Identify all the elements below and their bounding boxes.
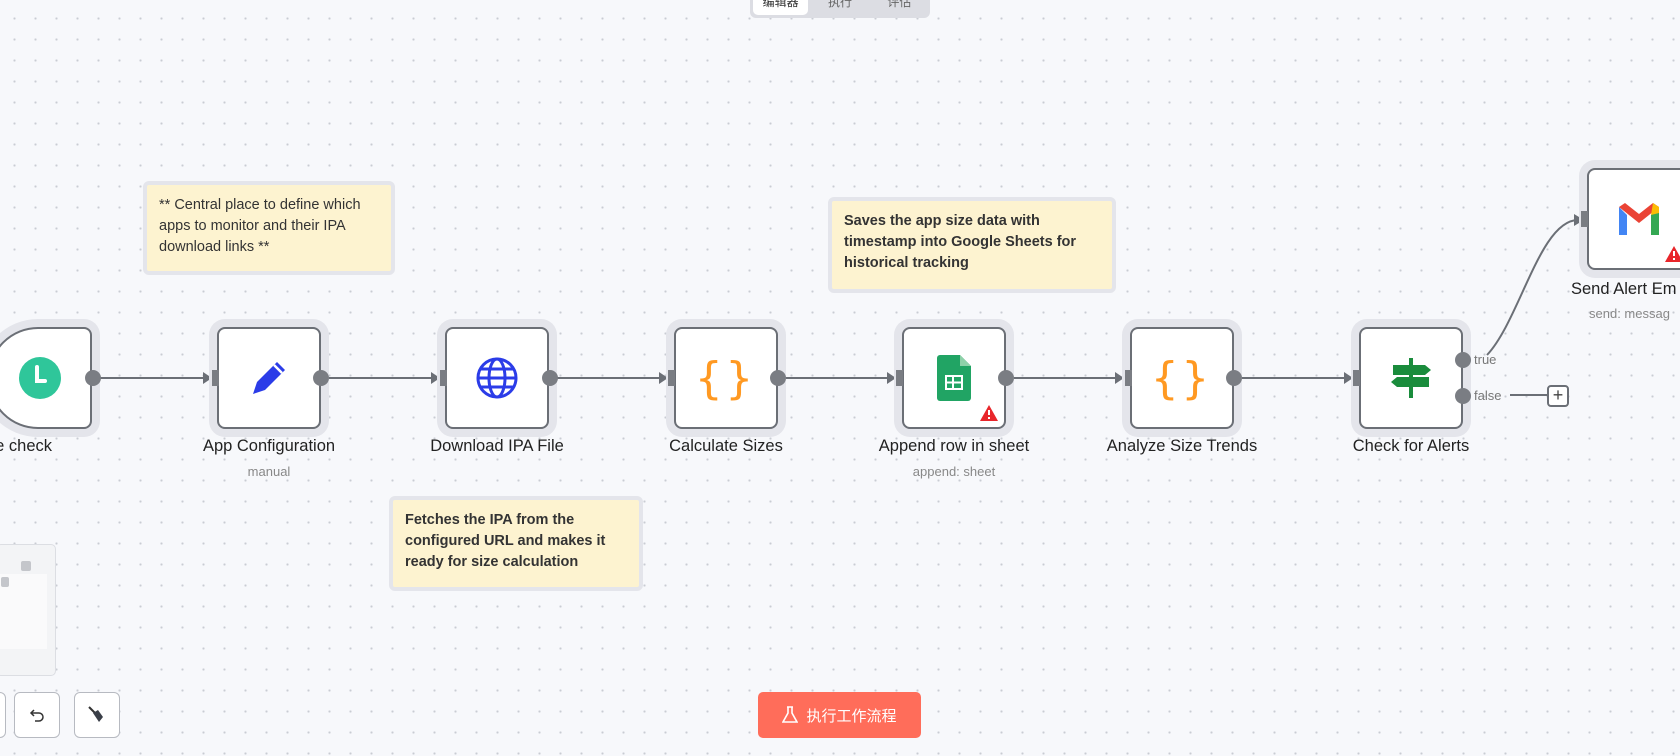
add-node-plus-button[interactable]: + [1547,385,1569,407]
node-label: Send Alert Em [1571,280,1677,298]
node-label: ly size check [0,437,52,455]
arrow-icon [203,372,212,384]
google-sheets-icon [937,355,971,401]
node-calculate-sizes[interactable]: {} [674,327,778,429]
gmail-icon [1619,203,1659,235]
undo-button[interactable] [14,692,60,738]
input-handle[interactable] [668,370,675,386]
node-download-ipa[interactable] [445,327,549,429]
input-handle[interactable] [1353,370,1360,386]
output-handle[interactable] [542,370,558,386]
sticky-note-sheets[interactable]: Saves the app size data with timestamp i… [828,197,1116,293]
minimap[interactable] [0,544,56,676]
pencil-icon [253,362,285,394]
node-label: Calculate Sizes [669,437,783,455]
output-label-false: false [1474,388,1502,403]
connection-edge [1241,377,1353,379]
execute-workflow-label: 执行工作流程 [806,707,897,725]
node-analyze-trends[interactable]: {} [1130,327,1234,429]
output-handle-false[interactable] [1455,388,1471,404]
code-braces-icon: {} [1151,352,1213,404]
input-handle[interactable] [1125,370,1132,386]
output-handle-true[interactable] [1455,352,1471,368]
clock-icon [19,357,61,399]
node-subtitle: append: sheet [912,464,996,479]
undo-icon [29,709,44,722]
node-subtitle: manual [247,464,291,479]
tab-editor[interactable]: 编辑器 [753,0,809,15]
node-label: Append row in sheet [878,437,1030,455]
warning-icon [980,405,998,421]
input-handle[interactable] [440,370,447,386]
globe-icon [476,357,518,399]
connection-edge [100,377,212,379]
node-label: Check for Alerts [1352,437,1470,455]
output-label-true: true [1474,352,1497,367]
tab-evaluation[interactable]: 评估 [887,0,912,9]
node-label: Analyze Size Trends [1106,437,1258,455]
connection-edge [1013,377,1124,379]
input-handle[interactable] [212,370,219,386]
node-app-configuration[interactable] [217,327,321,429]
arrow-icon [431,372,440,384]
input-handle[interactable] [1581,211,1588,227]
output-handle[interactable] [313,370,329,386]
output-handle[interactable] [770,370,786,386]
output-handle[interactable] [85,370,101,386]
input-handle[interactable] [896,370,903,386]
node-schedule-trigger[interactable] [0,327,92,429]
node-label: App Configuration [202,437,336,455]
arrow-icon [1344,372,1353,384]
signpost-icon [1391,358,1431,398]
broom-icon [88,706,103,722]
code-braces-icon: {} [695,352,757,404]
flask-icon [782,706,799,723]
sticky-note-download[interactable]: Fetches the IPA from the configured URL … [389,496,643,591]
sticky-note-config[interactable]: ** Central place to define which apps to… [143,181,395,275]
warning-icon [1665,246,1680,262]
view-tabs: 编辑器 执行 评估 [750,0,930,18]
minimap-node [21,561,31,571]
node-append-row[interactable] [902,327,1006,429]
zoom-control-button[interactable] [0,692,6,738]
true-branch-edge [1486,214,1584,396]
node-label: Download IPA File [430,437,564,455]
connection-edge [557,377,668,379]
arrow-icon [887,372,896,384]
output-handle[interactable] [998,370,1014,386]
execute-workflow-button[interactable]: 执行工作流程 [758,692,921,738]
arrow-icon [659,372,668,384]
node-subtitle: send: messag [1589,306,1670,321]
tab-executions[interactable]: 执行 [827,0,852,9]
node-send-alert-email[interactable] [1587,168,1680,270]
arrow-icon [1115,372,1124,384]
tidy-up-button[interactable] [74,692,120,738]
node-check-alerts[interactable] [1359,327,1463,429]
connection-edge [785,377,896,379]
output-handle[interactable] [1226,370,1242,386]
connection-edge [328,377,440,379]
minimap-node [1,577,9,587]
